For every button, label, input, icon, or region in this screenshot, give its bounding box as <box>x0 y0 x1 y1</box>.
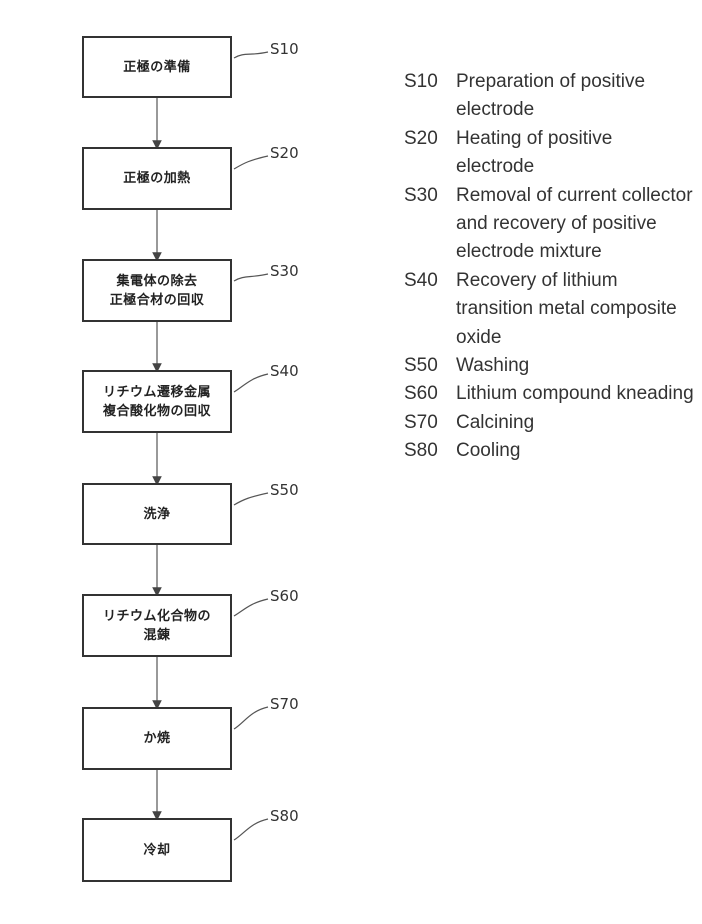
legend-text: Preparation of positive electrode <box>456 68 694 125</box>
legend-code: S70 <box>404 409 456 437</box>
step-label: 冷却 <box>143 841 170 860</box>
step-label: 集電体の除去 正極合材の回収 <box>110 272 205 310</box>
legend-item: S60Lithium compound kneading <box>404 380 694 408</box>
step-code-s50: S50 <box>270 481 299 499</box>
step-box-s50: 洗浄 <box>82 483 232 545</box>
legend-code: S20 <box>404 125 456 182</box>
legend-code: S10 <box>404 68 456 125</box>
step-box-s20: 正極の加熱 <box>82 147 232 210</box>
leader-line <box>234 52 268 58</box>
step-code-s30: S30 <box>270 262 299 280</box>
legend-code: S30 <box>404 182 456 267</box>
leader-line <box>234 156 268 169</box>
step-label: 正極の準備 <box>123 58 191 77</box>
legend-item: S10Preparation of positive electrode <box>404 68 694 125</box>
leader-line <box>234 707 268 729</box>
legend-item: S50Washing <box>404 352 694 380</box>
step-label: 洗浄 <box>143 505 170 524</box>
step-code-s10: S10 <box>270 40 299 58</box>
legend-text: Lithium compound kneading <box>456 380 694 408</box>
legend-text: Heating of positive electrode <box>456 125 694 182</box>
leader-line <box>234 819 268 840</box>
legend-code: S50 <box>404 352 456 380</box>
legend-code: S40 <box>404 267 456 352</box>
step-box-s40: リチウム遷移金属 複合酸化物の回収 <box>82 370 232 433</box>
step-code-s20: S20 <box>270 144 299 162</box>
leader-line <box>234 493 268 505</box>
legend-item: S70Calcining <box>404 409 694 437</box>
step-code-s60: S60 <box>270 587 299 605</box>
legend-code: S60 <box>404 380 456 408</box>
legend-text: Washing <box>456 352 694 380</box>
legend-text: Removal of current collector and recover… <box>456 182 694 267</box>
step-code-s70: S70 <box>270 695 299 713</box>
leader-line <box>234 599 268 616</box>
legend-text: Recovery of lithium transition metal com… <box>456 267 694 352</box>
legend-item: S40Recovery of lithium transition metal … <box>404 267 694 352</box>
leader-line <box>234 374 268 392</box>
step-box-s10: 正極の準備 <box>82 36 232 98</box>
legend-item: S80Cooling <box>404 437 694 465</box>
legend-text: Calcining <box>456 409 694 437</box>
step-label: リチウム化合物の 混錬 <box>103 607 211 645</box>
step-box-s30: 集電体の除去 正極合材の回収 <box>82 259 232 322</box>
step-legend: S10Preparation of positive electrode S20… <box>404 68 694 466</box>
step-label: リチウム遷移金属 複合酸化物の回収 <box>103 383 211 421</box>
step-code-s80: S80 <box>270 807 299 825</box>
step-label: か焼 <box>143 729 170 748</box>
step-box-s60: リチウム化合物の 混錬 <box>82 594 232 657</box>
step-code-s40: S40 <box>270 362 299 380</box>
legend-item: S20Heating of positive electrode <box>404 125 694 182</box>
step-box-s80: 冷却 <box>82 818 232 882</box>
legend-code: S80 <box>404 437 456 465</box>
step-box-s70: か焼 <box>82 707 232 770</box>
legend-text: Cooling <box>456 437 694 465</box>
leader-line <box>234 274 268 281</box>
legend-item: S30Removal of current collector and reco… <box>404 182 694 267</box>
step-label: 正極の加熱 <box>123 169 191 188</box>
